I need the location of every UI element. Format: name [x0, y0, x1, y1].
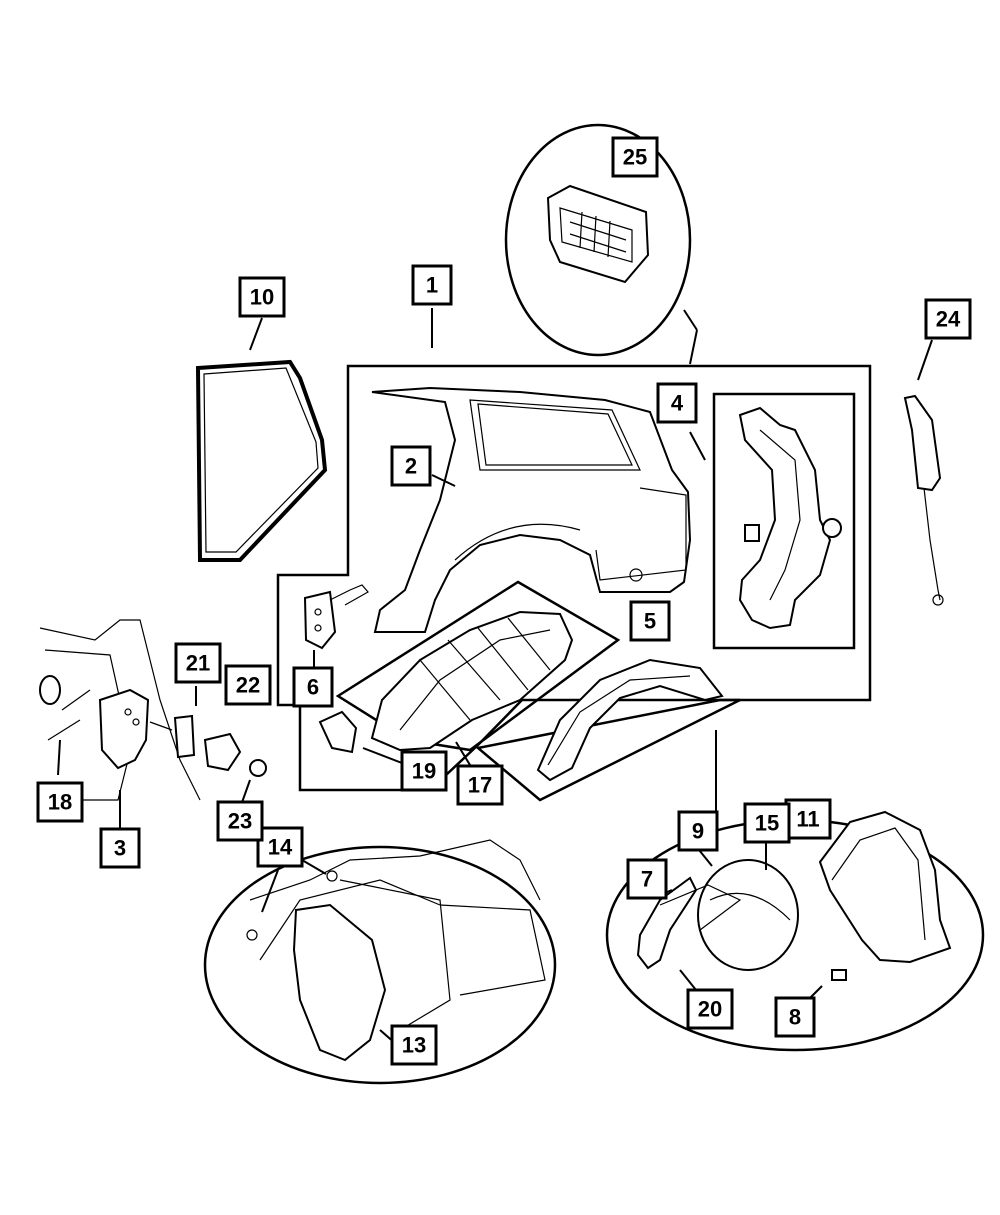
svg-text:23: 23 [228, 809, 252, 834]
callout-1: 1 [411, 264, 453, 306]
strap-part [903, 339, 944, 606]
callout-14: 14 [256, 826, 304, 868]
callout-24: 24 [924, 298, 972, 340]
svg-text:25: 25 [623, 145, 647, 170]
svg-text:15: 15 [755, 811, 779, 836]
svg-text:1: 1 [426, 273, 438, 298]
svg-text:22: 22 [236, 673, 260, 698]
c-pillar-section [39, 619, 201, 828]
callout-17: 17 [456, 764, 504, 806]
callout-15: 15 [743, 802, 791, 844]
callout-11: 11 [784, 798, 832, 840]
svg-text:7: 7 [641, 867, 653, 892]
callout-3: 3 [99, 827, 141, 869]
svg-text:20: 20 [698, 997, 722, 1022]
callout-13: 13 [390, 1024, 438, 1066]
callout-19: 19 [400, 750, 448, 792]
hinge-part [303, 584, 369, 668]
callout-8: 8 [774, 996, 816, 1038]
callout-9: 9 [677, 810, 719, 852]
callout-5: 5 [629, 600, 671, 642]
striker-parts [149, 686, 267, 809]
callout-6: 6 [292, 666, 334, 708]
svg-text:9: 9 [692, 819, 704, 844]
svg-text:21: 21 [186, 651, 210, 676]
callout-7: 7 [626, 858, 668, 900]
callout-23: 23 [216, 800, 264, 842]
vent-detail-circle [504, 123, 698, 365]
callout-2: 2 [390, 445, 432, 487]
svg-text:17: 17 [468, 773, 492, 798]
svg-text:14: 14 [268, 835, 293, 860]
svg-text:10: 10 [250, 285, 274, 310]
callout-labels: 1 2 3 4 5 6 7 8 9 10 11 13 14 15 17 [36, 136, 972, 1066]
svg-text:8: 8 [789, 1005, 801, 1030]
wheelhouse-detail-circle [203, 839, 557, 1085]
inner-panel-box [689, 392, 856, 650]
svg-text:11: 11 [796, 807, 819, 832]
svg-text:18: 18 [48, 790, 72, 815]
callout-25: 25 [611, 136, 659, 178]
quarter-panel [371, 386, 692, 633]
callout-20: 20 [686, 988, 734, 1030]
svg-text:19: 19 [412, 759, 436, 784]
callout-22: 22 [224, 664, 272, 706]
wheel-liner-frame [475, 658, 741, 802]
svg-text:6: 6 [307, 675, 319, 700]
svg-text:3: 3 [114, 836, 126, 861]
svg-text:2: 2 [405, 454, 417, 479]
callout-4: 4 [656, 382, 698, 424]
fuel-door-detail-circle [605, 730, 985, 1052]
svg-text:5: 5 [644, 609, 656, 634]
vent-grille [546, 184, 650, 284]
callout-18: 18 [36, 781, 84, 823]
wheelhouse-frame [318, 580, 621, 766]
quarter-panel-assembly-frame [276, 308, 872, 792]
window-seal [195, 317, 328, 562]
callout-21: 21 [174, 642, 222, 684]
svg-text:13: 13 [402, 1033, 426, 1058]
svg-text:4: 4 [671, 391, 684, 416]
callout-10: 10 [238, 276, 286, 318]
svg-text:24: 24 [936, 307, 961, 332]
